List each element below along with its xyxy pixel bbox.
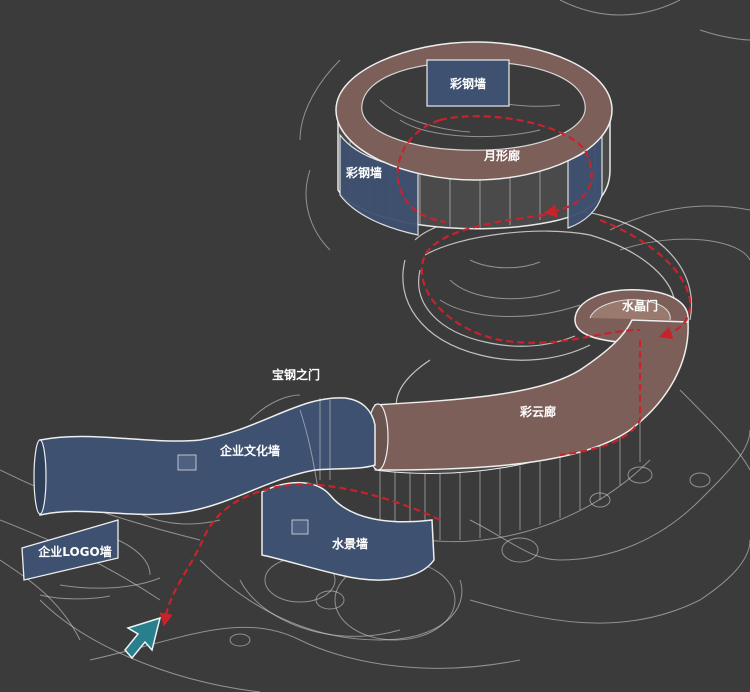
tour-route-cloud-down [559, 340, 642, 457]
diagram-labels: 彩钢墙 月形廊 彩钢墙 水晶门 宝钢之门 彩云廊 企业文化墙 水景墙 企业LOG… [37, 76, 658, 559]
entrance-arrow-icon [124, 616, 162, 660]
label-color-steel-wall-top: 彩钢墙 [449, 76, 486, 91]
tour-route-moon-loop [396, 118, 446, 224]
logo-wall-panel [21, 519, 119, 581]
tour-route-to-exit [159, 483, 441, 627]
label-treasure-gate: 宝钢之门 [272, 367, 320, 382]
culture-wall-structure [33, 394, 376, 516]
label-crystal-gate: 水晶门 [622, 298, 658, 313]
culture-wall-band [39, 397, 376, 516]
tour-route-serpentine [420, 213, 641, 344]
label-moon-corridor: 月形廊 [483, 148, 520, 163]
water-wall-band [261, 481, 435, 581]
label-culture-wall: 企业文化墙 [219, 443, 280, 458]
color-steel-wall-top-panel [426, 59, 510, 107]
cloud-corridor-structure [367, 319, 689, 474]
tour-route-serpentine-right [599, 218, 692, 340]
cloud-corridor-band [374, 319, 689, 471]
label-color-steel-wall-left: 彩钢墙 [345, 165, 382, 180]
water-wall-structure [261, 481, 435, 581]
label-cloud-corridor: 彩云廊 [519, 404, 556, 419]
logo-wall-structure [21, 519, 161, 600]
color-steel-wall-left-panel [339, 133, 419, 236]
label-water-wall: 水景墙 [332, 536, 368, 551]
label-logo-wall: 企业LOGO墙 [37, 544, 111, 559]
tour-route [159, 115, 692, 627]
